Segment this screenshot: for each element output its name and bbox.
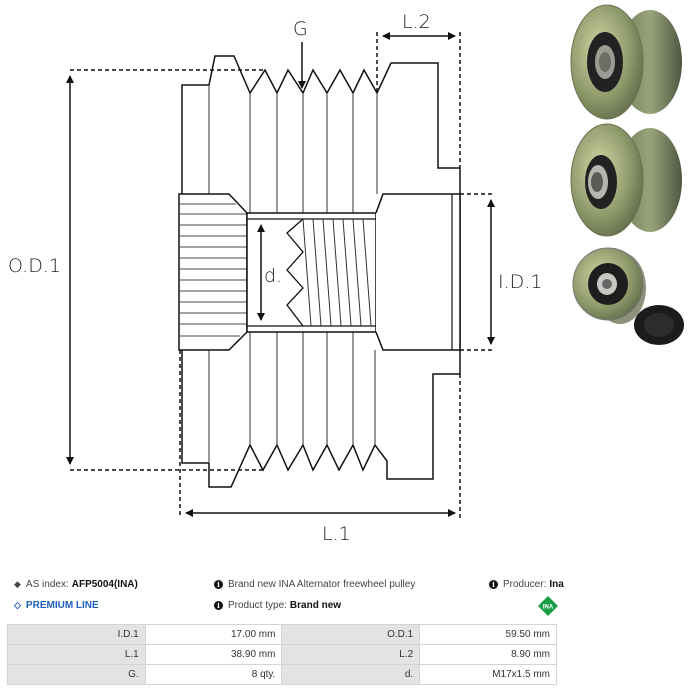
- as-index-label: AS index:: [25, 579, 69, 590]
- description-row: i Brand new INA Alternator freewheel pul…: [214, 579, 415, 590]
- spec-value: 59.50 mm: [419, 624, 557, 645]
- table-row: L.1 38.90 mm L.2 8.90 mm: [7, 644, 557, 665]
- as-index-value: AFP5004(INA): [71, 579, 138, 590]
- l2-label: L.2: [402, 11, 431, 33]
- tags-icon: ◆: [14, 579, 21, 589]
- premium-line-badge[interactable]: ◇ PREMIUM LINE: [14, 600, 99, 611]
- spec-value: 8.90 mm: [419, 644, 557, 665]
- pulley-photo-3: [572, 247, 646, 324]
- left-hub: [178, 193, 248, 351]
- ina-brand-logo: INA: [538, 596, 558, 616]
- d-label: d.: [264, 265, 282, 287]
- spec-value: 17.00 mm: [144, 624, 283, 645]
- id1-label: I.D.1: [498, 271, 542, 293]
- top-profile: [208, 55, 460, 169]
- spec-label: L.1: [7, 644, 146, 665]
- product-type-value: Brand new: [289, 600, 342, 611]
- producer-value: Ina: [549, 579, 564, 590]
- spec-label: O.D.1: [281, 624, 421, 645]
- diamond-icon: ◇: [14, 600, 21, 610]
- producer-row: i Producer: Ina: [489, 579, 564, 590]
- spec-value: M17x1.5 mm: [419, 664, 557, 685]
- info-icon: i: [214, 601, 223, 610]
- spec-value: 38.90 mm: [144, 644, 283, 665]
- info-icon: i: [489, 580, 498, 589]
- spec-label: d.: [281, 664, 421, 685]
- spec-label: G.: [7, 664, 146, 685]
- od1-label: O.D.1: [8, 255, 61, 277]
- description-text: Brand new INA Alternator freewheel pulle…: [228, 579, 416, 590]
- premium-line-label: PREMIUM LINE: [25, 600, 99, 611]
- spec-label: I.D.1: [7, 624, 146, 645]
- pulley-cap-photo: [634, 305, 684, 345]
- table-row: I.D.1 17.00 mm O.D.1 59.50 mm: [7, 624, 557, 645]
- info-icon: i: [214, 580, 223, 589]
- right-hub: [375, 193, 461, 351]
- specs-table: I.D.1 17.00 mm O.D.1 59.50 mm L.1 38.90 …: [7, 624, 557, 685]
- product-type-label: Product type:: [228, 600, 287, 611]
- pulley-photo-1: [570, 4, 682, 120]
- l1-label: L.1: [322, 523, 351, 545]
- g-label: G: [293, 18, 308, 40]
- table-row: G. 8 qty. d. M17x1.5 mm: [7, 664, 557, 685]
- thread: [286, 218, 304, 327]
- spec-label: L.2: [281, 644, 421, 665]
- pulley-technical-drawing: O.D.1 I.D.1 d. L.1 L.2 G: [8, 4, 684, 545]
- producer-label: Producer:: [503, 579, 547, 590]
- as-index-row: ◆ AS index: AFP5004(INA): [14, 579, 138, 590]
- spec-value: 8 qty.: [144, 664, 283, 685]
- product-type-row: i Product type: Brand new: [214, 600, 341, 611]
- svg-text:INA: INA: [543, 605, 554, 611]
- pulley-photo-2: [570, 123, 682, 237]
